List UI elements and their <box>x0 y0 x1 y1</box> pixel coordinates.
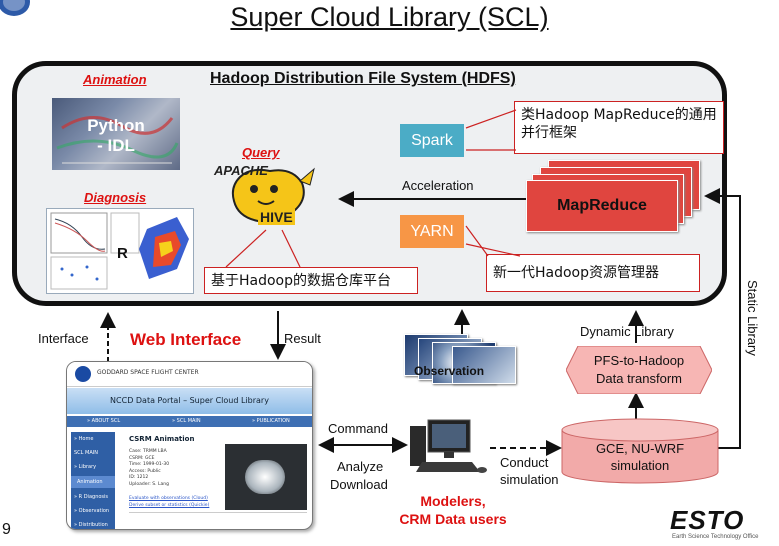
portal-cloud-image <box>225 444 307 510</box>
portal-link-evaluate[interactable]: Evaluate with observations (Cloud) <box>129 496 208 501</box>
spark-box: Spark <box>400 124 464 157</box>
portal-link-derive[interactable]: Derive subset or statistics (Quickie) <box>129 503 210 508</box>
diagnosis-tool: R <box>117 245 128 262</box>
portal-sidebar-item[interactable]: » Library <box>74 464 97 470</box>
esto-logo-text: ESTO <box>670 505 745 535</box>
portal-detail-line: Time: 1999-01-30 <box>129 462 170 467</box>
diagnosis-label: Diagnosis <box>84 190 147 205</box>
portal-nav: » ABOUT SCL » SCL MAIN » PUBLICATION <box>67 416 312 427</box>
animation-tool-line2: - IDL <box>97 136 135 155</box>
command-label: Command <box>328 421 388 436</box>
spark-note: 类Hadoop MapReduce的通用 并行框架 <box>514 101 724 154</box>
yarn-callout-line <box>465 225 489 257</box>
hive-logo: APACHE HIVE <box>210 163 320 233</box>
spark-note-line2: 并行框架 <box>521 125 577 141</box>
nasa-meatball-icon <box>75 366 91 382</box>
portal-sidebar-item[interactable]: » R Diagnosis <box>74 494 109 500</box>
page-number: 9 <box>2 521 11 538</box>
spark-note-line1: 类Hadoop MapReduce的通用 <box>521 107 717 123</box>
yarn-box: YARN <box>400 215 464 248</box>
portal-nav-main[interactable]: » SCL MAIN <box>172 418 201 424</box>
web-portal-screenshot: GODDARD SPACE FLIGHT CENTER NCCD Data Po… <box>66 361 313 530</box>
hive-note: 基于Hadoop的数据仓库平台 <box>204 267 418 294</box>
yarn-note: 新一代Hadoop资源管理器 <box>486 254 700 292</box>
gce-text: GCE, NU-WRF simulation <box>560 440 720 474</box>
portal-sidebar-item[interactable]: SCL MAIN <box>74 450 98 456</box>
portal-footer-divider <box>129 512 307 513</box>
diagnosis-image: R <box>46 208 194 294</box>
pfs-shape <box>566 346 712 394</box>
portal-sidebar-item-active[interactable]: Animation <box>71 476 115 488</box>
pfs-line1: PFS-to-Hadoop <box>593 353 685 368</box>
portal-content-details: Case: TRMM LBA CSRM: GCE Time: 1999-01-3… <box>129 449 169 488</box>
portal-sidebar: » Home SCL MAIN » Library Animation » R … <box>71 432 115 529</box>
analyze-label: Analyze <box>337 459 384 474</box>
portal-links: Evaluate with observations (Cloud) Deriv… <box>129 495 209 509</box>
dynamic-library-label: Dynamic Library <box>580 324 674 339</box>
portal-sidebar-item[interactable]: » Distribution <box>74 522 108 528</box>
portal-banner-bg: NCCD Data Portal – Super Cloud Library <box>67 388 312 414</box>
animation-tool-line1: Python <box>87 116 145 135</box>
hdfs-label: Hadoop Distribution File System (HDFS) <box>210 70 516 87</box>
acceleration-label: Acceleration <box>402 178 474 193</box>
portal-detail-line: ID: 1212 <box>129 475 149 480</box>
users-line1: Modelers, <box>420 493 486 509</box>
portal-header: GODDARD SPACE FLIGHT CENTER <box>67 362 312 387</box>
esto-logo: ESTO Earth Science Technology Office <box>670 505 776 543</box>
web-interface-label: Web Interface <box>130 330 242 349</box>
portal-content-title: CSRM Animation <box>129 435 195 443</box>
gce-line2: simulation <box>610 458 670 473</box>
conduct-label: Conduct <box>500 455 549 470</box>
gce-cylinder <box>561 418 719 484</box>
esto-subtitle: Earth Science Technology Office <box>672 534 759 540</box>
simulation-label: simulation <box>500 472 559 487</box>
slide-title: Super Cloud Library (SCL) <box>230 2 549 32</box>
hive-callout-line2 <box>281 229 301 268</box>
static-library-arrow <box>704 188 741 449</box>
hive-logo-bottom: HIVE <box>258 209 295 225</box>
portal-nav-about[interactable]: » ABOUT SCL <box>87 418 121 424</box>
users-line2: CRM Data users <box>399 511 507 527</box>
interface-label: Interface <box>38 331 89 346</box>
nasa-logo-fragment <box>0 0 30 16</box>
gce-line1: GCE, NU-WRF <box>595 441 685 456</box>
pfs-line2: Data transform <box>596 371 682 386</box>
portal-detail-line: CSRM: GCE <box>129 455 155 461</box>
mapreduce-box: MapReduce <box>526 180 678 232</box>
animation-image: Python - IDL <box>52 98 180 170</box>
observation-label: Observation <box>414 364 485 378</box>
portal-sidebar-item[interactable]: » Observation <box>74 508 110 514</box>
static-library-label: Static Library <box>745 280 760 356</box>
result-label: Result <box>284 331 321 346</box>
portal-detail-line: Case: TRMM LBA <box>129 449 167 454</box>
observation-images: Observation <box>404 334 516 384</box>
portal-banner: NCCD Data Portal – Super Cloud Library <box>110 396 269 405</box>
computer-icon <box>410 419 487 473</box>
download-label: Download <box>330 477 388 492</box>
portal-sidebar-item[interactable]: » Home <box>74 436 94 442</box>
yarn-callout-line2 <box>465 243 521 257</box>
cloud-render <box>245 460 285 494</box>
hive-logo-top: APACHE <box>214 163 268 178</box>
hive-callout-line <box>225 229 267 268</box>
portal-nav-publication[interactable]: » PUBLICATION <box>252 418 290 424</box>
portal-detail-line: Access: Public <box>129 468 161 474</box>
spark-callout-line <box>465 109 517 129</box>
users-label: Modelers, CRM Data users <box>395 492 511 528</box>
portal-detail-line: Uploader: S. Lang <box>129 481 169 487</box>
pfs-text: PFS-to-Hadoop Data transform <box>566 352 712 388</box>
query-label: Query <box>242 145 280 160</box>
animation-label: Animation <box>83 72 147 87</box>
portal-org: GODDARD SPACE FLIGHT CENTER <box>97 369 199 376</box>
